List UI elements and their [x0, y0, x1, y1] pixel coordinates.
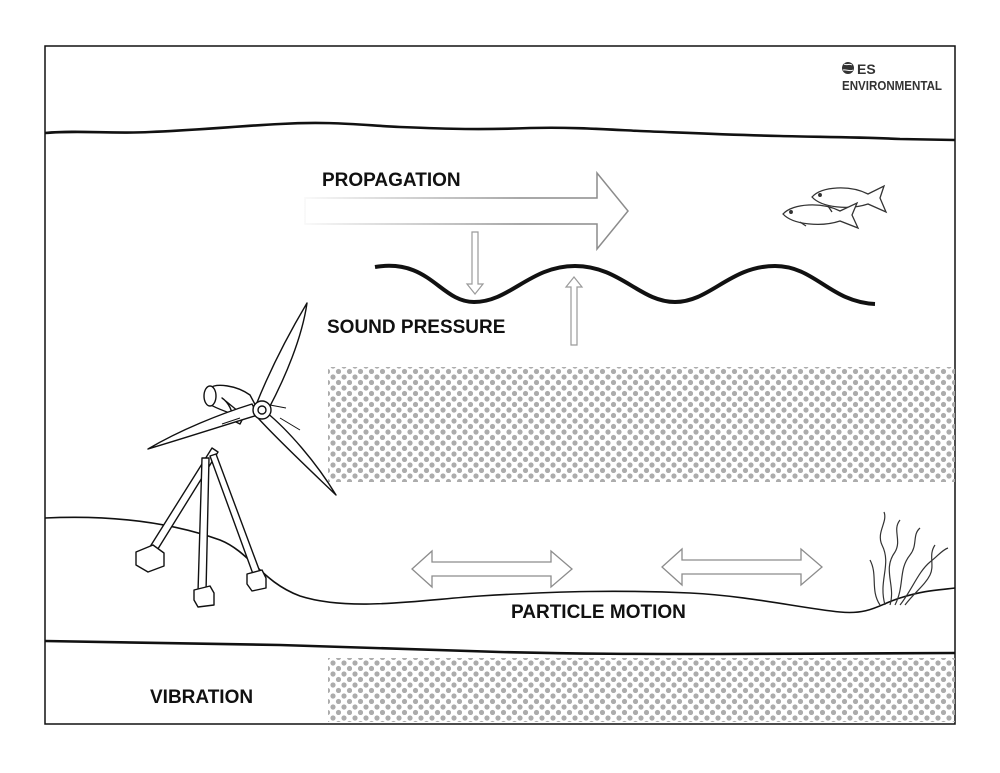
particle-motion-label: PARTICLE MOTION [511, 602, 686, 623]
turbine-icon [135, 302, 337, 608]
particle-motion-arrow-left [411, 549, 573, 589]
down-arrow [465, 231, 485, 295]
propagation-label: PROPAGATION [322, 170, 461, 191]
logo-line-1: ES [857, 61, 876, 77]
sound-pressure-label: SOUND PRESSURE [327, 317, 505, 338]
vibration-label: VIBRATION [150, 687, 253, 708]
particle-motion-arrow-right [661, 547, 823, 587]
logo-line-2: ENVIRONMENTAL [842, 78, 942, 93]
up-arrow [564, 276, 584, 346]
sound-pressure-wave [374, 263, 876, 306]
water-surface-line [44, 121, 956, 142]
seaweed-icon [869, 511, 949, 606]
seabed-line [44, 516, 956, 614]
water-particles-band [328, 367, 955, 482]
propagation-arrow [290, 170, 629, 252]
sediment-boundary-line [44, 639, 956, 656]
sediment-particles-band [328, 658, 955, 722]
globe-icon [842, 62, 854, 74]
fish-icon [782, 184, 888, 230]
company-logo: ES ENVIRONMENTAL [842, 61, 942, 93]
